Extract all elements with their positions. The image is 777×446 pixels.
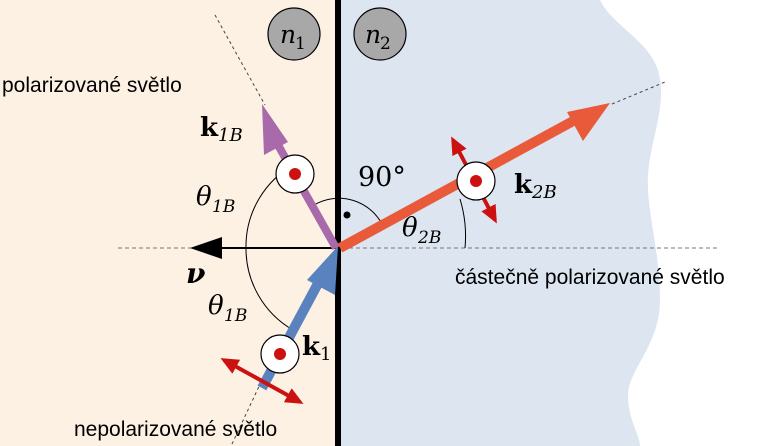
theta1B-upper-label: θ 1B [196,182,235,217]
polarization-dot-refracted [456,161,496,201]
svg-text:1: 1 [320,344,331,365]
polarization-dot-reflected [275,154,315,194]
polarized-light-label: polarizované světlo [2,74,182,97]
svg-text:1B: 1B [212,197,235,217]
normal-vector-arrowhead [190,237,222,259]
right-angle-label: 90° [358,162,406,193]
theta2B-label: θ 2B [402,213,441,248]
unpolarized-light-label: nepolarizované světlo [74,418,277,441]
svg-text:k: k [514,170,533,200]
n2-sub: 2 [380,34,391,54]
n1-sub: 1 [295,34,306,54]
svg-text:2B: 2B [417,228,441,248]
refractive-index-n1: n 1 [267,7,321,61]
k1-label: k 1 [302,332,331,365]
svg-text:2B: 2B [531,182,557,203]
svg-text:k: k [200,113,219,143]
incident-ray-extension [214,14,266,106]
refracted-ray-arrowhead [567,103,610,141]
svg-text:1B: 1B [218,125,243,146]
reflected-ray-arrowhead [262,104,288,155]
polarization-arrow-incident [220,358,304,404]
right-angle-dot [343,211,351,219]
incident-ray-arrowhead [307,246,338,295]
theta1B-lower-arc [245,247,294,331]
svg-text:θ: θ [402,213,418,243]
right-angle-arc [313,197,384,227]
theta1B-lower-label: θ 1B [208,291,247,326]
partially-polarized-light-label: částečně polarizované světlo [455,266,725,289]
n1-base: n [280,20,296,49]
refractive-index-n2: n 2 [353,7,407,61]
polarization-dot-incident [260,334,300,374]
svg-text:θ: θ [208,291,224,321]
svg-text:θ: θ [196,182,212,212]
k2B-label: k 2B [514,170,557,203]
medium-1-region [0,0,338,446]
k1B-label: k 1B [200,113,243,146]
normal-vector-label: ν [186,257,205,290]
svg-text:1B: 1B [224,306,247,326]
n2-base: n [365,20,381,49]
svg-text:k: k [302,332,321,362]
